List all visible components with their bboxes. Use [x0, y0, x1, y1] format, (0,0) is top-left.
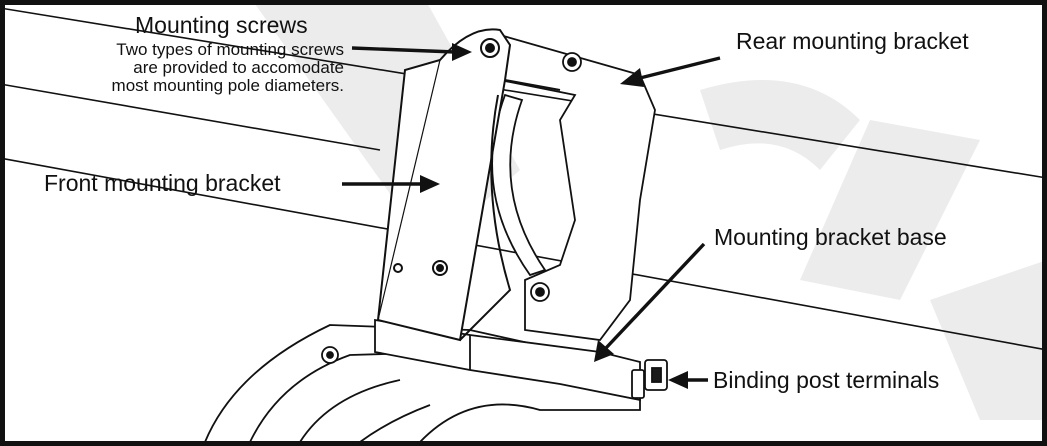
leader-arrows — [342, 43, 721, 389]
bracket-base — [374, 318, 641, 402]
note-line-2: are provided to accomodate — [133, 58, 344, 77]
bracket-base-label: Mounting bracket base — [714, 224, 947, 250]
note-line-3: most mounting pole diameters. — [111, 76, 344, 95]
arrowhead-bracket-base — [594, 340, 614, 362]
mounting-screws-note: Two types of mounting screws are provide… — [112, 41, 344, 95]
arrow-bracket-base — [604, 242, 706, 350]
mounting-screws-title: Mounting screws — [135, 12, 308, 38]
binding-posts-label: Binding post terminals — [713, 367, 940, 393]
arrow-mounting-screws — [351, 46, 456, 54]
arrowhead-front-bracket — [420, 175, 440, 193]
rear-bracket — [491, 33, 656, 341]
arrow-rear-bracket — [639, 56, 721, 80]
note-line-1: Two types of mounting screws — [116, 40, 344, 59]
arrowhead-mounting-screws — [452, 43, 472, 61]
arrowhead-rear-bracket — [620, 68, 644, 87]
arrowhead-binding-posts — [668, 371, 688, 389]
binding-posts — [631, 359, 668, 399]
front-bracket-label: Front mounting bracket — [44, 170, 281, 196]
rear-bracket-label: Rear mounting bracket — [736, 28, 969, 54]
